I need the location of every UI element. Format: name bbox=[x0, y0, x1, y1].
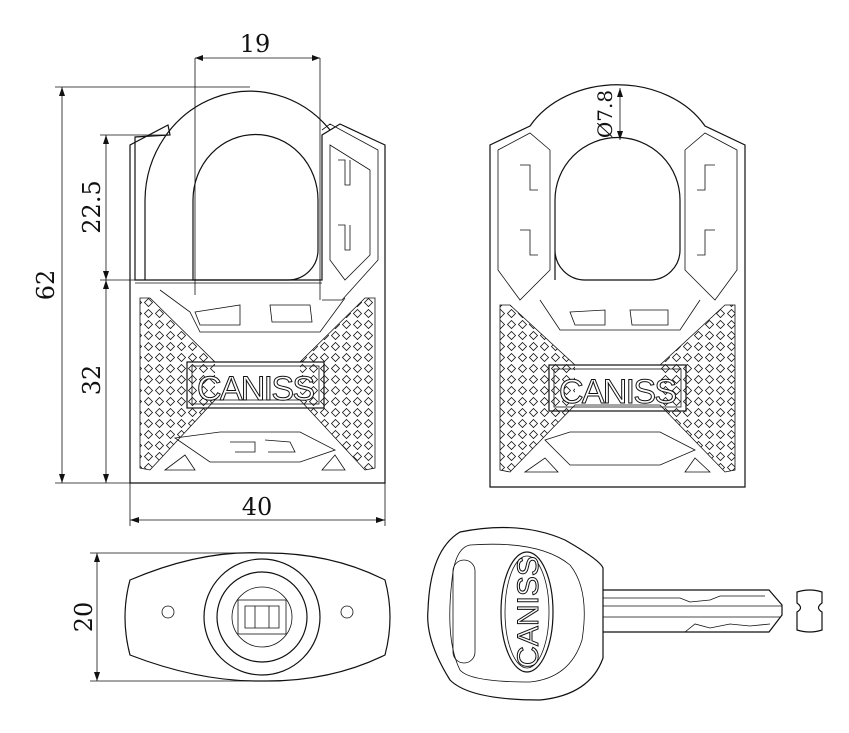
dim-body-thickness: 20 bbox=[70, 602, 98, 633]
logo-text: CANISS bbox=[197, 370, 315, 408]
dim-overall-height: 62 bbox=[32, 270, 60, 301]
dim-shackle-diameter: Ø7.8 bbox=[593, 90, 617, 138]
key: CANISS bbox=[427, 526, 823, 701]
dim-body-width: 40 bbox=[242, 493, 273, 521]
dim-body-height: 32 bbox=[78, 365, 106, 396]
key-logo-text: CANISS bbox=[512, 556, 545, 668]
shackle-hole bbox=[192, 133, 319, 281]
body-outline bbox=[129, 123, 386, 484]
dim-shackle-clearance: 22.5 bbox=[78, 180, 106, 233]
dim-shackle-width: 19 bbox=[240, 30, 271, 58]
logo-plate bbox=[186, 361, 325, 409]
shackle-outer bbox=[144, 90, 331, 280]
logo-text-side: CANISS bbox=[559, 373, 677, 411]
side-view: CANISS Ø7.8 bbox=[489, 84, 746, 488]
front-dimensions: 19 62 22.5 32 40 bbox=[32, 30, 386, 526]
bottom-view: 20 bbox=[70, 552, 391, 682]
front-view: CANISS bbox=[129, 90, 386, 484]
